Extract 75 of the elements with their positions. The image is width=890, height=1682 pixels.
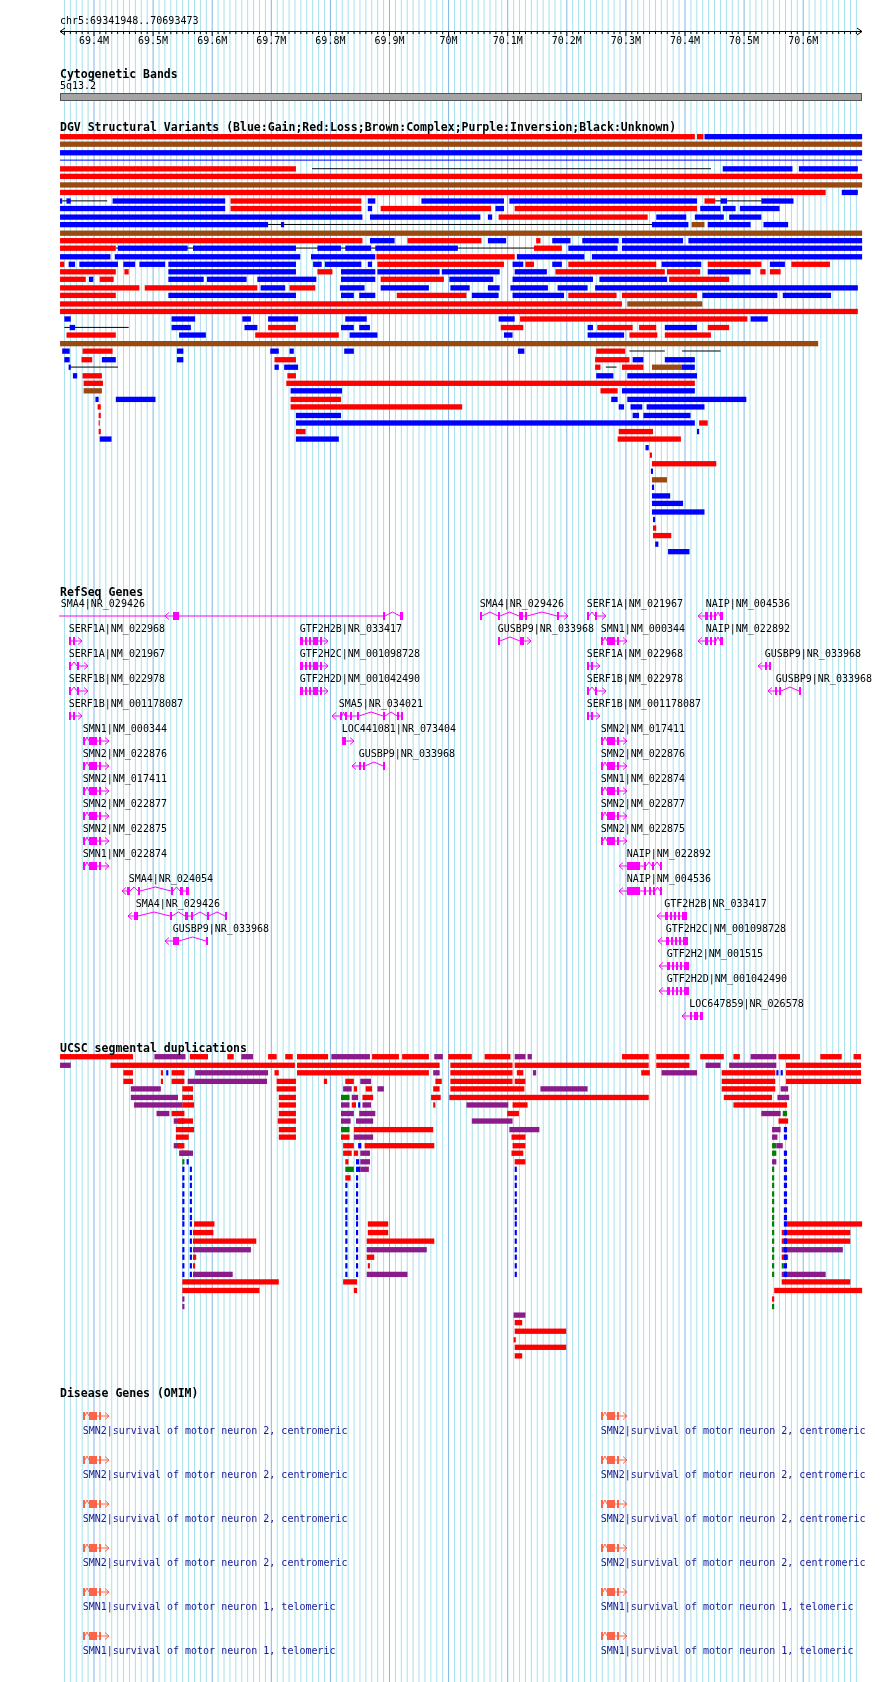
gene-label: GUSBP9|NR_033968 xyxy=(764,648,861,660)
scale-tick-label: 69.4M xyxy=(78,35,110,47)
scale-tick-label: 69.6M xyxy=(197,35,228,47)
disease-gene-label: SMN2|survival of motor neuron 2, centromeric xyxy=(82,1469,348,1481)
scale-tick-label: 70.1M xyxy=(492,35,523,47)
gene-label: SMN1|NM_022874 xyxy=(82,848,167,860)
gene-label: SMN2|NM_022877 xyxy=(600,798,685,810)
track-title: RefSeq Genes xyxy=(60,585,144,599)
scale-tick-label: 69.8M xyxy=(315,35,346,47)
gene-label: SERF1B|NM_022978 xyxy=(68,673,165,685)
scale-tick-label: 70M xyxy=(439,35,458,47)
gene-label: LOC647859|NR_026578 xyxy=(689,998,804,1010)
gene-label: SMN2|NM_017411 xyxy=(600,723,685,735)
gene-label: SMA5|NR_034021 xyxy=(338,698,423,710)
scale-tick-label: 70.2M xyxy=(551,35,582,47)
scale-tick-label: 70.4M xyxy=(669,35,701,47)
disease-gene-label: SMN2|survival of motor neuron 2, centromeric xyxy=(82,1557,348,1569)
disease-gene-label: SMN1|survival of motor neuron 1, telomeric xyxy=(82,1601,336,1613)
gene-label: GTF2H2B|NR_033417 xyxy=(299,623,403,635)
gene-label: GTF2H2C|NM_001098728 xyxy=(299,648,421,660)
gene-label: GTF2H2C|NM_001098728 xyxy=(665,923,787,935)
gene-label: SMN2|NM_022876 xyxy=(600,748,685,760)
disease-gene-label: SMN2|survival of motor neuron 2, centromeric xyxy=(82,1425,348,1437)
scale-tick-label: 70.6M xyxy=(788,35,819,47)
gene-label: SMA4|NR_024054 xyxy=(128,873,213,885)
scale-tick-label: 69.7M xyxy=(256,35,287,47)
gene-label: LOC441081|NR_073404 xyxy=(341,723,457,735)
disease-gene-label: SMN1|survival of motor neuron 1, telomeric xyxy=(600,1645,854,1657)
gene-label: SMN2|NM_022875 xyxy=(82,823,167,835)
gene-label: GTF2H2D|NM_001042490 xyxy=(299,673,421,685)
gene-label: NAIP|NM_022892 xyxy=(626,848,711,860)
gene-label: GUSBP9|NR_033968 xyxy=(497,623,594,635)
gene-label: SERF1B|NM_001178087 xyxy=(586,698,702,710)
gene-label: SMN2|NM_022875 xyxy=(600,823,685,835)
gene-label: SERF1A|NM_021967 xyxy=(586,598,683,610)
band-label: 5q13.2 xyxy=(60,80,97,92)
gene-label: GUSBP9|NR_033968 xyxy=(172,923,269,935)
disease-gene-label: SMN1|survival of motor neuron 1, telomeric xyxy=(82,1645,336,1657)
disease-gene-label: SMN1|survival of motor neuron 1, telomeric xyxy=(600,1601,854,1613)
gene-label: SMN1|NM_000344 xyxy=(82,723,167,735)
gene-label: SERF1B|NM_001178087 xyxy=(68,698,184,710)
gene-label: SMA4|NR_029426 xyxy=(479,598,564,610)
disease-gene-label: SMN2|survival of motor neuron 2, centromeric xyxy=(600,1425,866,1437)
gene-label: SMA4|NR_029426 xyxy=(60,598,145,610)
gene-label: SMN1|NM_000344 xyxy=(600,623,685,635)
gene-label: SMN2|NM_022877 xyxy=(82,798,167,810)
gene-label: NAIP|NM_004536 xyxy=(705,598,790,610)
disease-gene-label: SMN2|survival of motor neuron 2, centromeric xyxy=(600,1469,866,1481)
region-coordinates: chr5:69341948..70693473 xyxy=(60,15,199,27)
disease-gene-label: SMN2|survival of motor neuron 2, centromeric xyxy=(600,1557,866,1569)
gene-label: SERF1B|NM_022978 xyxy=(586,673,683,685)
track-title: Cytogenetic Bands xyxy=(60,67,178,81)
scale-tick-label: 70.5M xyxy=(729,35,760,47)
gene-label: SERF1A|NM_022968 xyxy=(586,648,683,660)
gene-label: SMA4|NR_029426 xyxy=(135,898,220,910)
gene-label: SERF1A|NM_021967 xyxy=(68,648,165,660)
gene-label: GTF2H2B|NR_033417 xyxy=(664,898,767,910)
disease-gene-label: SMN2|survival of motor neuron 2, centromeric xyxy=(82,1513,348,1525)
gene-label: GTF2H2|NM_001515 xyxy=(666,948,763,960)
gene-label: SMN2|NM_017411 xyxy=(82,773,167,785)
gene-label: SMN2|NM_022876 xyxy=(82,748,167,760)
gene-label: NAIP|NM_004536 xyxy=(626,873,711,885)
gene-label: GUSBP9|NR_033968 xyxy=(358,748,455,760)
gene-label: SERF1A|NM_022968 xyxy=(68,623,165,635)
gene-label: GTF2H2D|NM_001042490 xyxy=(666,973,788,985)
scale-tick-label: 69.9M xyxy=(374,35,405,47)
gene-label: GUSBP9|NR_033968 xyxy=(775,673,872,685)
track-title: UCSC segmental duplications xyxy=(60,1041,247,1055)
track-title: Disease Genes (OMIM) xyxy=(60,1386,199,1400)
gene-label: NAIP|NM_022892 xyxy=(705,623,790,635)
gene-label: SMN1|NM_022874 xyxy=(600,773,685,785)
scale-tick-label: 70.3M xyxy=(610,35,641,47)
scale-tick-label: 69.5M xyxy=(138,35,169,47)
track-title: DGV Structural Variants (Blue:Gain;Red:Loss;Brown:Complex;Purple:Inversion;Black:Unknown) xyxy=(60,120,677,134)
disease-gene-label: SMN2|survival of motor neuron 2, centromeric xyxy=(600,1513,866,1525)
